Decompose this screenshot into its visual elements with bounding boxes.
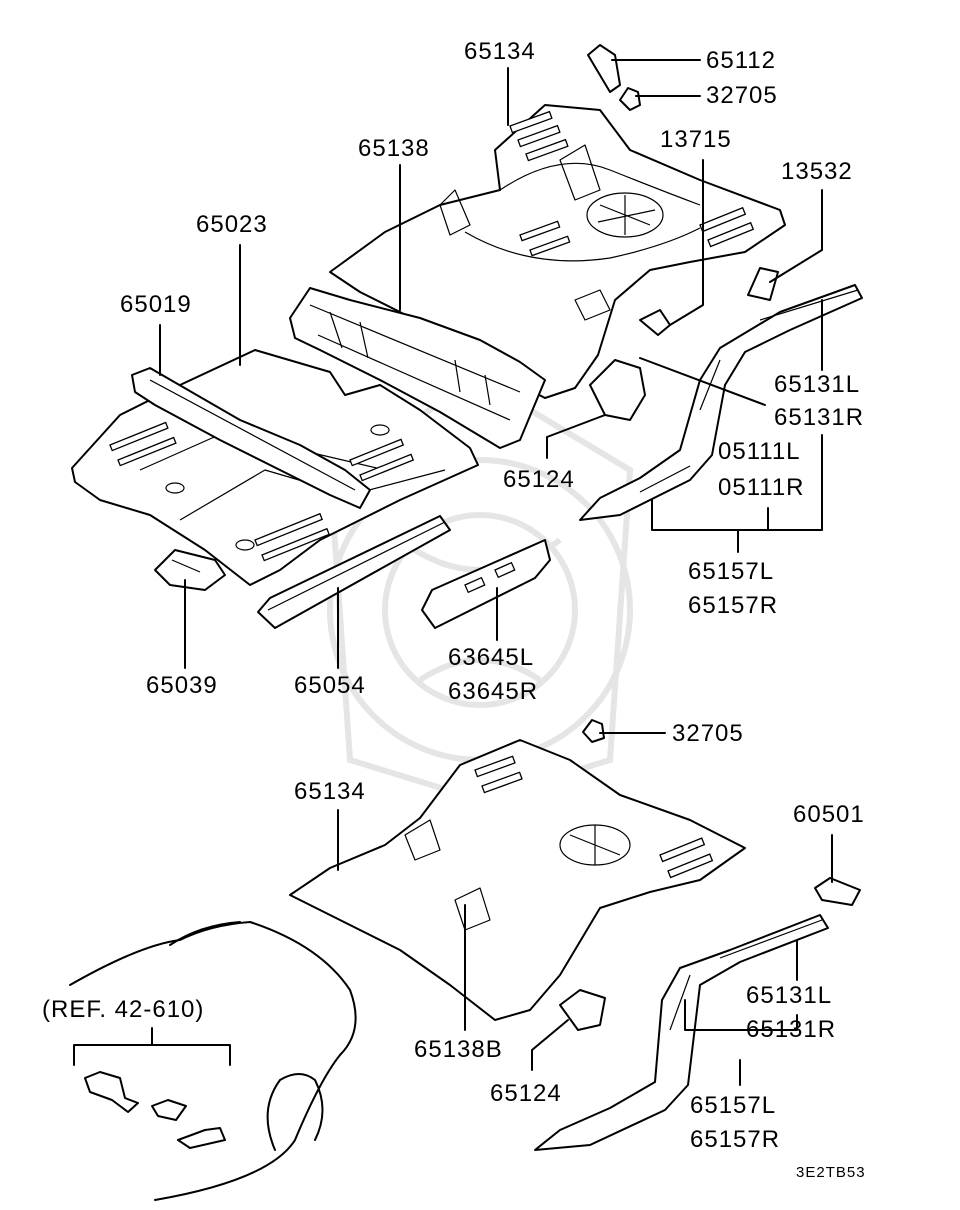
clip-13532: [747, 267, 779, 301]
rear-side-rail-bottom: [534, 914, 829, 1151]
crossmember-65138: [289, 287, 546, 449]
label-65112: 65112: [706, 47, 776, 74]
sill-65054: [257, 515, 451, 629]
label-65134-top: 65134: [464, 38, 536, 65]
label-63645R: 63645R: [448, 678, 539, 705]
diagram-code: 3E2TB53: [796, 1164, 866, 1181]
bracket-65124-bottom: [559, 989, 606, 1031]
label-65157R-top: 65157R: [688, 592, 779, 619]
bracket-65112: [587, 44, 621, 93]
ref-label: (REF. 42-610): [42, 996, 205, 1023]
label-65124-top: 65124: [503, 466, 575, 493]
label-65019: 65019: [120, 291, 192, 318]
floor-ribs-bottom: [474, 755, 714, 879]
label-13715: 13715: [660, 126, 732, 153]
label-65138: 65138: [358, 135, 430, 162]
label-32705-top: 32705: [706, 82, 778, 109]
label-05111L: 05111L: [718, 438, 801, 465]
label-65134-bottom: 65134: [294, 778, 366, 805]
car-silhouette: [69, 921, 357, 1201]
label-65131R-bottom: 65131R: [746, 1016, 837, 1043]
label-65131L-top: 65131L: [774, 371, 861, 398]
label-65131R-top: 65131R: [774, 404, 865, 431]
label-65157R-bottom: 65157R: [690, 1126, 781, 1153]
label-65124-bottom: 65124: [490, 1080, 562, 1107]
rear-side-rail-top: [579, 284, 863, 521]
bracket-60501: [814, 877, 861, 906]
label-63645L: 63645L: [448, 644, 535, 671]
label-32705-bottom: 32705: [672, 720, 744, 747]
front-floor-ribs: [109, 421, 415, 562]
label-65157L-bottom: 65157L: [690, 1092, 777, 1119]
seat-crossmember-65019: [131, 367, 371, 509]
label-65039: 65039: [146, 672, 218, 699]
nut-32705-top: [619, 87, 641, 111]
label-65054: 65054: [294, 672, 366, 699]
side-member-63645: [421, 539, 551, 629]
floor-rib-slots: [509, 110, 755, 257]
ref-floor-icons: [84, 1071, 226, 1149]
bracket-65124-top: [589, 359, 646, 421]
nut-32705-bottom: [582, 719, 605, 743]
rear-floor-pan-bottom: [289, 739, 746, 1021]
bracket-65039: [154, 549, 226, 591]
label-65138B: 65138B: [414, 1036, 503, 1063]
label-65023: 65023: [196, 211, 268, 238]
rear-floor-pan-top: [329, 104, 786, 399]
label-05111R: 05111R: [718, 474, 805, 501]
label-65131L-bottom: 65131L: [746, 982, 833, 1009]
leader-lines: [73, 59, 833, 1086]
clip-13715: [639, 309, 671, 336]
label-13532: 13532: [781, 158, 853, 185]
label-65157L-top: 65157L: [688, 558, 775, 585]
label-60501: 60501: [793, 801, 865, 828]
